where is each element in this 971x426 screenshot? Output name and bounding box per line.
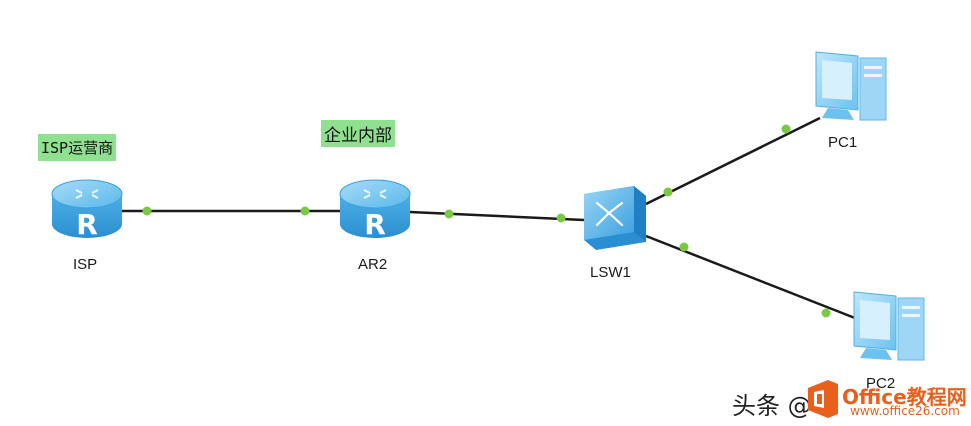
router-icon[interactable]: R <box>339 179 411 241</box>
port-dot <box>142 206 152 216</box>
enterprise-area-tag: 企业内部 <box>321 120 395 147</box>
pc-icon[interactable] <box>815 51 887 121</box>
port-dot <box>679 242 689 252</box>
watermark-brand: Office教程网 <box>842 385 967 409</box>
port-dot <box>821 308 831 318</box>
svg-text:R: R <box>76 208 98 241</box>
port-dot <box>300 206 310 216</box>
link-lsw1-pc2[interactable] <box>645 234 861 322</box>
port-dot <box>663 187 673 197</box>
isp-area-tag: ISP运营商 <box>38 134 117 161</box>
svg-text:R: R <box>364 208 386 241</box>
link-ar2-lsw1[interactable] <box>409 210 585 222</box>
device-label-pc2: PC2 <box>866 375 896 392</box>
office-logo-icon <box>808 380 838 418</box>
link-lsw1-pc1[interactable] <box>645 116 821 206</box>
router-icon[interactable]: R <box>51 179 123 241</box>
port-dot <box>444 209 454 219</box>
toutiao-watermark: 头条 @ <box>732 392 812 420</box>
device-label-pc1: PC1 <box>828 134 858 151</box>
port-dot <box>556 213 566 223</box>
links <box>122 116 861 322</box>
device-label-ar2: AR2 <box>358 256 388 273</box>
port-dots <box>142 124 831 318</box>
device-label-lsw1: LSW1 <box>590 264 631 281</box>
device-label-isp: ISP <box>73 256 98 273</box>
pc-icon[interactable] <box>853 291 925 361</box>
switch-icon[interactable] <box>584 186 646 250</box>
watermark-url: www.office26.com <box>850 404 960 418</box>
port-dot <box>781 124 791 134</box>
